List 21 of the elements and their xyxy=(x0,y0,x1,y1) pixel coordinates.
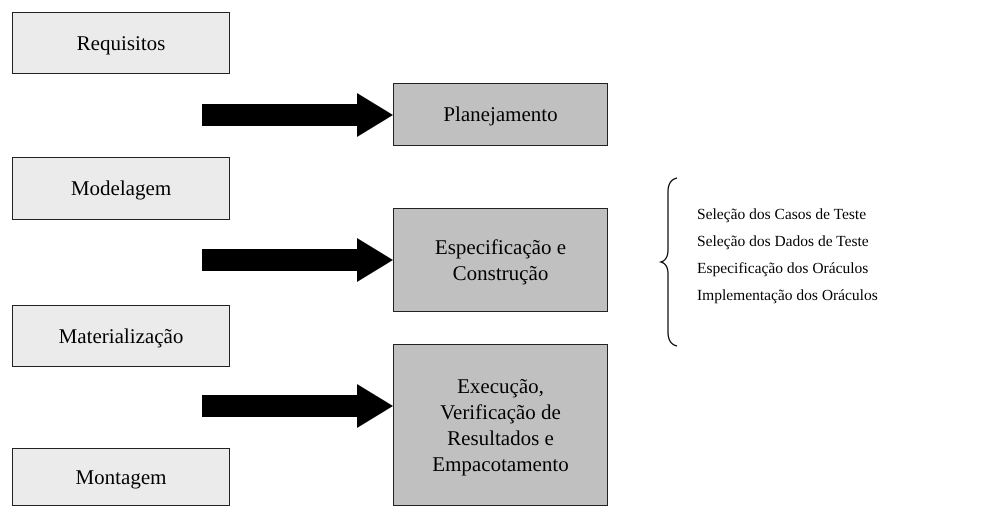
step-item: Seleção dos Casos de Teste xyxy=(697,206,866,224)
box-text: Materialização xyxy=(58,322,184,350)
step-item: Seleção dos Dados de Teste xyxy=(697,233,869,251)
box-text: Planejamento xyxy=(442,101,559,128)
process-box xyxy=(393,208,608,312)
box-text: Execução, Verificação de Resultados e Empacotamento xyxy=(431,372,570,478)
box-text: Especificação e Construção xyxy=(434,234,568,286)
block-arrow xyxy=(202,238,393,282)
box-text: Requisitos xyxy=(76,30,166,56)
process-box xyxy=(12,305,230,367)
box-text: Modelagem xyxy=(70,175,172,202)
block-arrow xyxy=(202,93,393,137)
process-box xyxy=(393,83,608,146)
process-box xyxy=(12,448,230,506)
process-box xyxy=(393,344,608,506)
step-item: Especificação dos Oráculos xyxy=(697,260,868,278)
step-item: Implementação dos Oráculos xyxy=(697,287,878,305)
block-arrow xyxy=(202,384,393,428)
process-box xyxy=(12,12,230,74)
process-box xyxy=(12,157,230,220)
box-text: Montagem xyxy=(74,464,168,490)
